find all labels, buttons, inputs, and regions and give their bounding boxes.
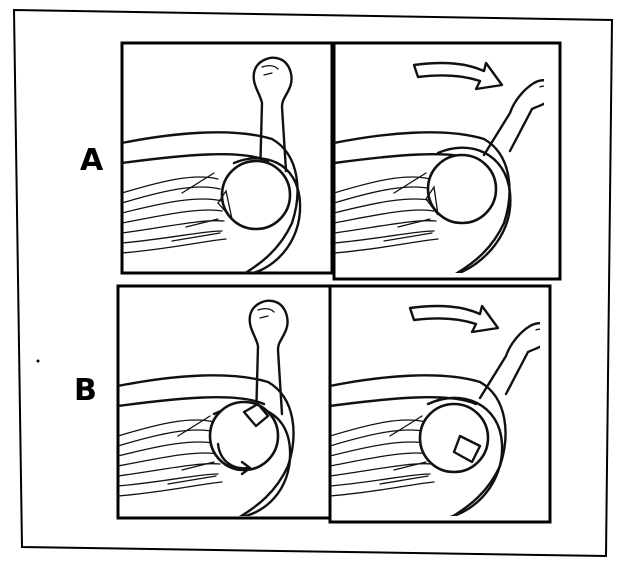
row-label-b: B [74, 373, 97, 408]
panel-frame [330, 286, 550, 522]
panel-a-left [122, 43, 332, 275]
panel-b-right [330, 286, 550, 522]
panel-a-right [334, 43, 560, 279]
humeral-head [420, 404, 488, 472]
row-label-a: A [80, 143, 104, 178]
scan-speck [37, 360, 40, 363]
panel-b-left [118, 286, 330, 518]
